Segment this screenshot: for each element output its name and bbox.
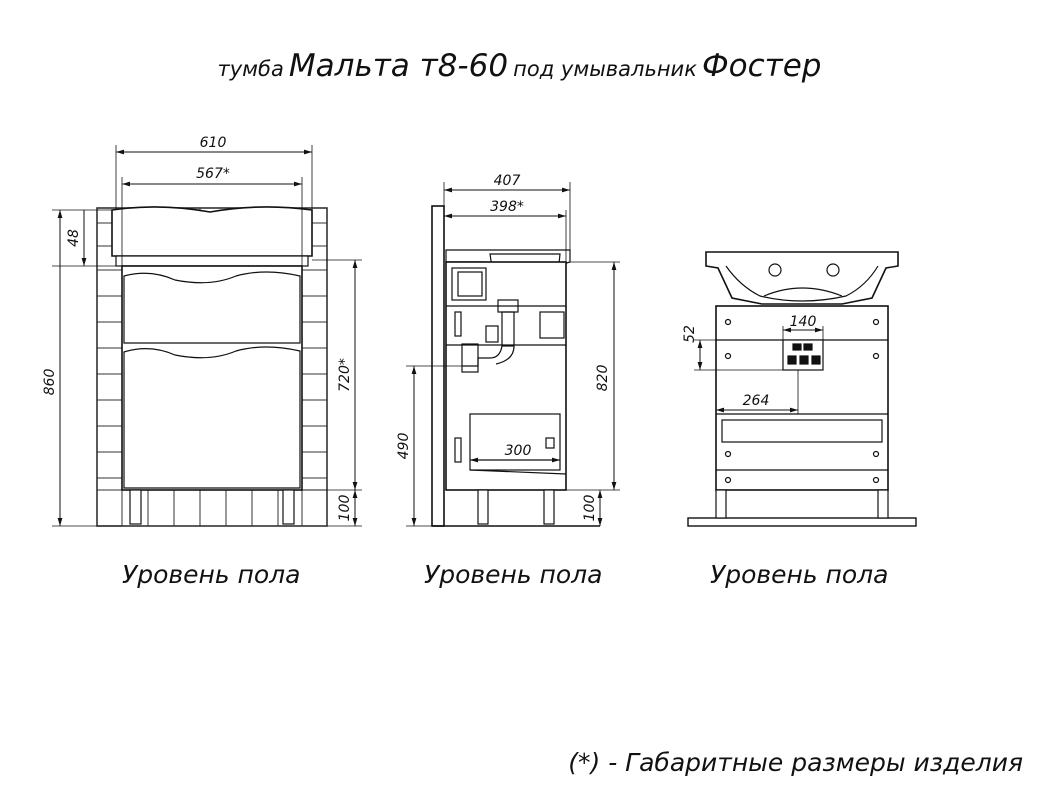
back-leg-left: [715, 489, 727, 519]
title-middle: под умывальник: [513, 57, 697, 81]
back-dimensions: [694, 326, 824, 414]
side-height-siphon: 490: [396, 433, 412, 460]
back-view: [687, 251, 917, 527]
side-leg-right: [543, 489, 555, 525]
back-basin: [705, 251, 899, 305]
front-height-top: 48: [66, 229, 82, 247]
front-dimensions: [52, 145, 362, 527]
side-height-overall: 820: [595, 365, 611, 392]
side-dimensions: [406, 182, 620, 527]
front-view: [52, 145, 362, 527]
side-drawer: [469, 413, 561, 471]
back-cutout-width: 140: [790, 314, 817, 330]
back-cabinet: [715, 305, 889, 491]
top-drawer-front: [123, 271, 301, 344]
title-model: Мальта т8-60: [288, 48, 509, 84]
drawing-title: тумба Мальта т8-60 под умывальник Фостер: [0, 48, 1039, 84]
front-height-legs: 100: [337, 495, 353, 522]
title-prefix: тумба: [217, 57, 284, 81]
back-leg-right: [877, 489, 889, 519]
title-sink: Фостер: [701, 48, 822, 84]
side-view: [406, 182, 620, 527]
front-width-body: 567*: [196, 166, 230, 182]
side-drawer-depth: 300: [505, 443, 532, 459]
floor-label-front: Уровень пола: [122, 560, 301, 589]
leg-left: [129, 489, 142, 525]
siphon: [461, 299, 519, 373]
leg-right: [282, 489, 295, 525]
floor-label-back: Уровень пола: [710, 560, 889, 589]
floor-label-side: Уровень пола: [424, 560, 603, 589]
back-cutout-height: 52: [682, 325, 698, 343]
side-depth-overall: 407: [494, 173, 521, 189]
side-depth-body: 398*: [490, 199, 524, 215]
side-height-legs: 100: [582, 495, 598, 522]
back-cutout-offset: 264: [743, 393, 770, 409]
basin-top: [111, 206, 313, 257]
dimension-note: (*) - Габаритные размеры изделия: [568, 748, 1023, 777]
front-width-overall: 610: [200, 135, 227, 151]
back-cutout: [782, 339, 824, 371]
side-leg-left: [477, 489, 489, 525]
bottom-door-front: [123, 346, 301, 489]
front-height-overall: 860: [42, 369, 58, 396]
front-height-body: 720*: [337, 358, 353, 392]
